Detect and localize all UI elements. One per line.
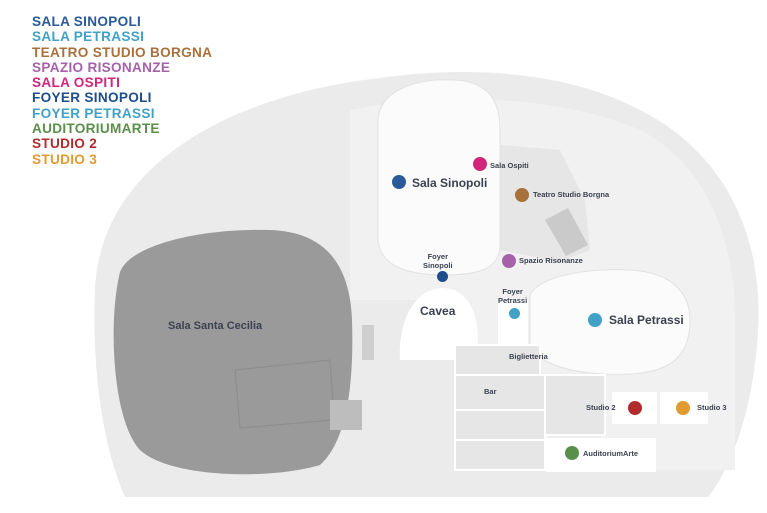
marker-spazio-risonanze[interactable] [502,254,516,268]
block-west-1 [330,400,362,430]
foyer-connector [498,300,528,345]
legend-item: FOYER PETRASSI [32,105,155,121]
legend-item: SPAZIO RISONANZE [32,59,171,75]
label-spazio-risonanze: Spazio Risonanze [519,256,583,265]
legend-item: TEATRO STUDIO BORGNA [32,44,213,60]
label-studio-3: Studio 3 [697,403,727,412]
label-studio-2: Studio 2 [586,403,616,412]
marker-studio-3[interactable] [676,401,690,415]
marker-teatro-studio-borgna[interactable] [515,188,529,202]
legend-item: FOYER SINOPOLI [32,90,152,106]
legend-item: SALA OSPITI [32,75,121,91]
label-foyer-petrassi: Foyer Petrassi [498,287,528,305]
teatro-studio-block [545,208,588,256]
auditoriumarte-box [546,438,656,472]
sala-santa-cecilia-shape [113,229,353,475]
label-biglietteria: Biglietteria [509,352,548,361]
legend-item: SALA SINOPOLI [32,14,142,29]
sala-petrassi-shape [529,269,691,375]
label-cavea: Cavea [420,304,456,318]
marker-sala-petrassi[interactable] [588,313,602,327]
marker-foyer-sinopoli[interactable] [437,271,448,282]
label-teatro-studio-borgna: Teatro Studio Borgna [533,190,610,199]
label-sala-petrassi: Sala Petrassi [609,313,684,327]
label-foyer-sinopoli: Foyer Sinopoli [423,252,453,270]
marker-foyer-petrassi[interactable] [509,308,520,319]
label-auditoriumarte: AuditoriumArte [583,449,638,458]
legend-item: AUDITORIUMARTE [32,121,160,137]
marker-auditoriumarte[interactable] [565,446,579,460]
marker-studio-2[interactable] [628,401,642,415]
block-west-2 [362,325,374,360]
legend-item: SALA PETRASSI [32,29,145,45]
legend-item: STUDIO 3 [32,151,98,167]
sala-sinopoli-shape [377,79,501,276]
legend-item: STUDIO 2 [32,136,98,152]
room-grid [454,344,606,471]
label-sala-santa-cecilia: Sala Santa Cecilia [168,320,263,332]
label-bar: Bar [484,387,497,396]
marker-sala-ospiti[interactable] [473,157,487,171]
label-sala-sinopoli: Sala Sinopoli [412,176,488,190]
label-sala-ospiti: Sala Ospiti [490,161,529,170]
marker-sala-sinopoli[interactable] [392,175,406,189]
